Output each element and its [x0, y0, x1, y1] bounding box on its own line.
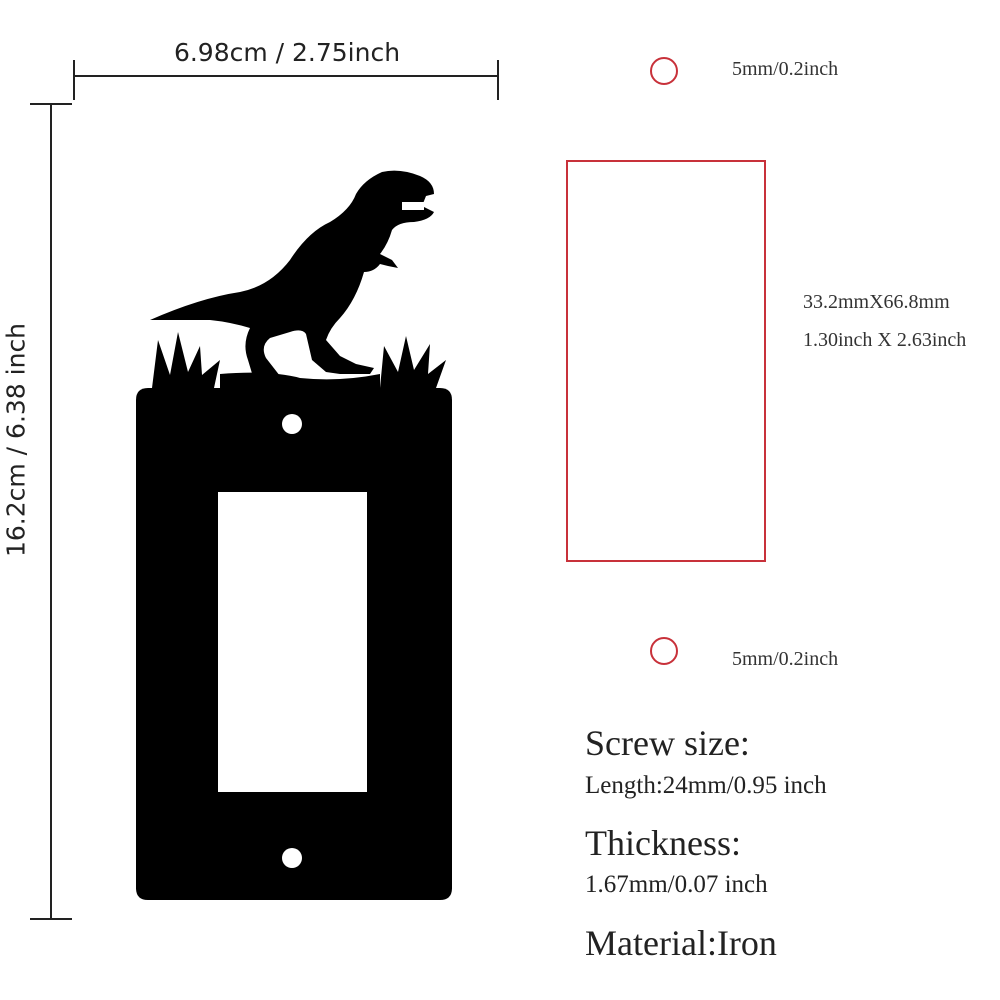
grass-left-icon — [152, 332, 220, 388]
opening-size-mm: 33.2mmX66.8mm — [803, 291, 950, 313]
thickness-heading: Thickness: — [585, 823, 741, 863]
t-rex-icon — [150, 170, 434, 382]
top-hole-marker — [650, 57, 678, 85]
bottom-hole-label: 5mm/0.2inch — [732, 648, 839, 670]
width-label: 6.98cm / 2.75inch — [173, 38, 401, 67]
bottom-screw-hole — [282, 848, 302, 868]
top-hole-label: 5mm/0.2inch — [732, 58, 839, 80]
height-label: 16.2cm / 6.38 inch — [1, 322, 31, 558]
screw-length: Length:24mm/0.95 inch — [585, 772, 827, 799]
opening-size-inch: 1.30inch X 2.63inch — [803, 329, 967, 351]
opening-outline — [566, 160, 766, 562]
dinosaur-switch-plate — [136, 170, 452, 900]
teeth-highlight — [402, 202, 424, 210]
switch-opening — [218, 492, 367, 792]
screw-size-heading: Screw size: — [585, 723, 750, 763]
material-label: Material:Iron — [585, 923, 777, 963]
bottom-hole-marker — [650, 637, 678, 665]
thickness-value: 1.67mm/0.07 inch — [585, 871, 768, 898]
top-screw-hole — [282, 414, 302, 434]
grass-right-icon — [380, 336, 446, 388]
